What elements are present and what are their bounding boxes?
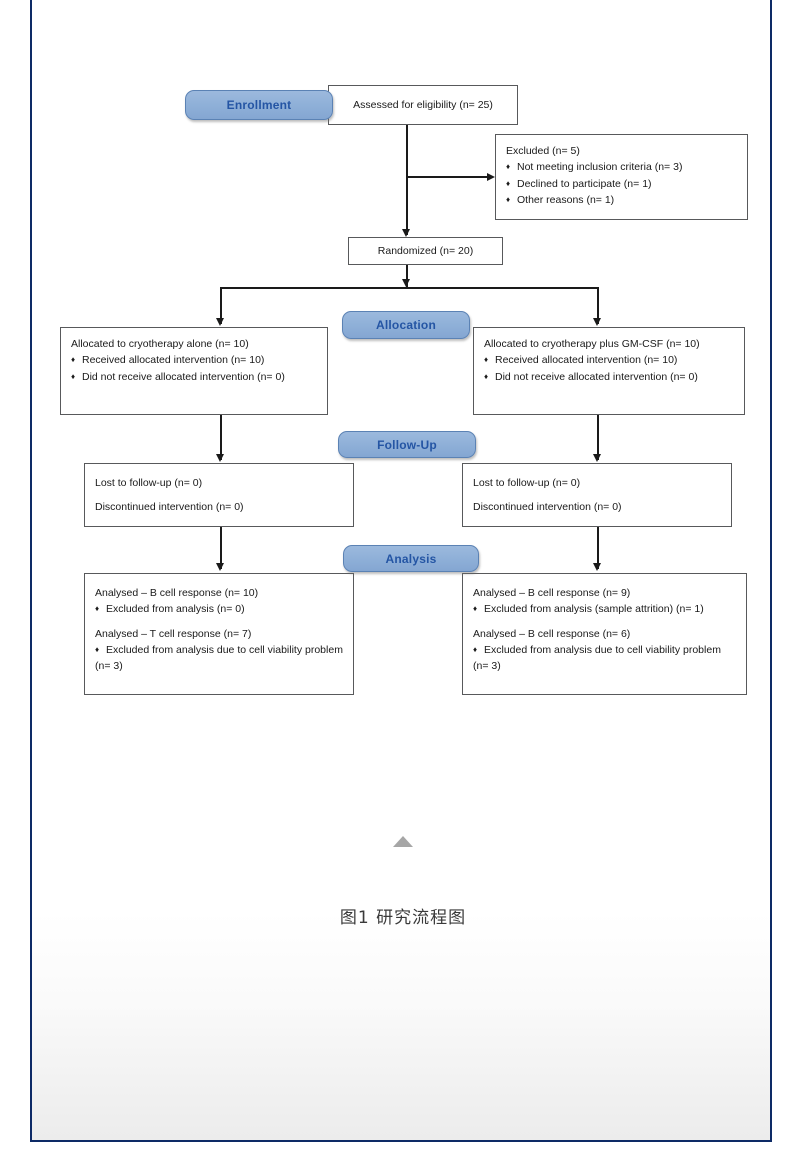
- spacer: [473, 618, 736, 626]
- stage-label-enrollment: Enrollment: [226, 98, 292, 112]
- analysis-left-title-1: Analysed – B cell response (n= 10): [95, 587, 259, 599]
- arrowhead-randomized-split: [402, 279, 410, 287]
- connector-allocation-split-bar: [220, 287, 598, 289]
- node-randomized: Randomized (n= 20): [348, 237, 503, 265]
- alloc-left-item-0: Received allocated intervention (n= 10): [71, 352, 317, 368]
- spacer: [473, 491, 721, 499]
- document-page-panel: Enrollment Allocation Follow-Up Analysis…: [30, 0, 772, 1142]
- follow-right-line1: Lost to follow-up (n= 0): [473, 477, 581, 489]
- arrowhead-to-randomized: [402, 229, 410, 237]
- connector-assessed-to-randomized: [406, 125, 408, 235]
- analysis-right-title-1: Analysed – B cell response (n= 9): [473, 587, 631, 599]
- analysis-right-title-2: Analysed – B cell response (n= 6): [473, 627, 631, 640]
- alloc-left-item-1: Did not receive allocated intervention (…: [71, 369, 317, 385]
- connector-followleft-to-analysisleft: [220, 527, 222, 569]
- caret-up-icon[interactable]: [393, 836, 413, 847]
- analysis-left-item-2: Excluded from analysis due to cell viabi…: [95, 642, 343, 675]
- spacer: [95, 618, 343, 626]
- arrowhead-to-follow-right: [593, 454, 601, 462]
- alloc-right-item-1: Did not receive allocated intervention (…: [484, 369, 734, 385]
- follow-left-line1: Lost to follow-up (n= 0): [95, 477, 203, 489]
- stage-pill-followup: Follow-Up: [338, 431, 476, 458]
- connector-randomized-stem: [406, 265, 408, 287]
- stage-label-allocation: Allocation: [375, 318, 436, 332]
- connector-followright-to-analysisright: [597, 527, 599, 569]
- connector-assessed-to-excluded: [406, 176, 487, 178]
- stage-pill-analysis: Analysis: [343, 545, 479, 572]
- arrowhead-to-follow-left: [216, 454, 224, 462]
- analysis-left-title-2: Analysed – T cell response (n= 7): [95, 627, 252, 640]
- arrowhead-to-alloc-left: [216, 318, 224, 326]
- figure-caption: 图1 研究流程图: [339, 908, 467, 928]
- connector-split-left-drop: [220, 287, 222, 324]
- randomized-title: Randomized (n= 20): [377, 244, 474, 257]
- excluded-item-0: Not meeting inclusion criteria (n= 3): [506, 159, 737, 175]
- analysis-right-item-1: Excluded from analysis (sample attrition…: [473, 601, 736, 617]
- node-allocated-right: Allocated to cryotherapy plus GM-CSF (n=…: [473, 327, 745, 415]
- arrowhead-to-alloc-right: [593, 318, 601, 326]
- connector-split-right-drop: [597, 287, 599, 324]
- analysis-left-item-1: Excluded from analysis (n= 0): [95, 601, 343, 617]
- stage-label-analysis: Analysis: [385, 551, 437, 566]
- follow-right-line2: Discontinued intervention (n= 0): [473, 501, 622, 514]
- spacer: [95, 491, 343, 499]
- arrowhead-to-analysis-right: [593, 563, 601, 571]
- consort-flow-diagram: Enrollment Allocation Follow-Up Analysis…: [32, 0, 774, 1142]
- excluded-item-1: Declined to participate (n= 1): [506, 176, 737, 192]
- arrowhead-to-analysis-left: [216, 563, 224, 571]
- alloc-right-title: Allocated to cryotherapy plus GM-CSF (n=…: [484, 338, 700, 350]
- alloc-right-item-0: Received allocated intervention (n= 10): [484, 352, 734, 368]
- assessed-title: Assessed for eligibility (n= 25): [353, 98, 493, 111]
- node-excluded: Excluded (n= 5) Not meeting inclusion cr…: [495, 134, 748, 220]
- excluded-item-2: Other reasons (n= 1): [506, 192, 737, 208]
- node-followup-right: Lost to follow-up (n= 0) Discontinued in…: [462, 463, 732, 527]
- follow-left-line2: Discontinued intervention (n= 0): [95, 501, 244, 514]
- node-analysis-left: Analysed – B cell response (n= 10) Exclu…: [84, 573, 354, 695]
- stage-pill-allocation: Allocation: [342, 311, 470, 339]
- analysis-right-item-2: Excluded from analysis due to cell viabi…: [473, 642, 736, 675]
- node-analysis-right: Analysed – B cell response (n= 9) Exclud…: [462, 573, 747, 695]
- node-allocated-left: Allocated to cryotherapy alone (n= 10) R…: [60, 327, 328, 415]
- stage-label-followup: Follow-Up: [377, 437, 437, 452]
- stage-pill-enrollment: Enrollment: [185, 90, 333, 120]
- connector-allocleft-to-followleft: [220, 415, 222, 460]
- node-followup-left: Lost to follow-up (n= 0) Discontinued in…: [84, 463, 354, 527]
- alloc-left-title: Allocated to cryotherapy alone (n= 10): [71, 338, 249, 350]
- excluded-title: Excluded (n= 5): [506, 145, 580, 157]
- node-assessed-for-eligibility: Assessed for eligibility (n= 25): [328, 85, 518, 125]
- connector-allocright-to-followright: [597, 415, 599, 460]
- arrowhead-to-excluded: [487, 173, 495, 181]
